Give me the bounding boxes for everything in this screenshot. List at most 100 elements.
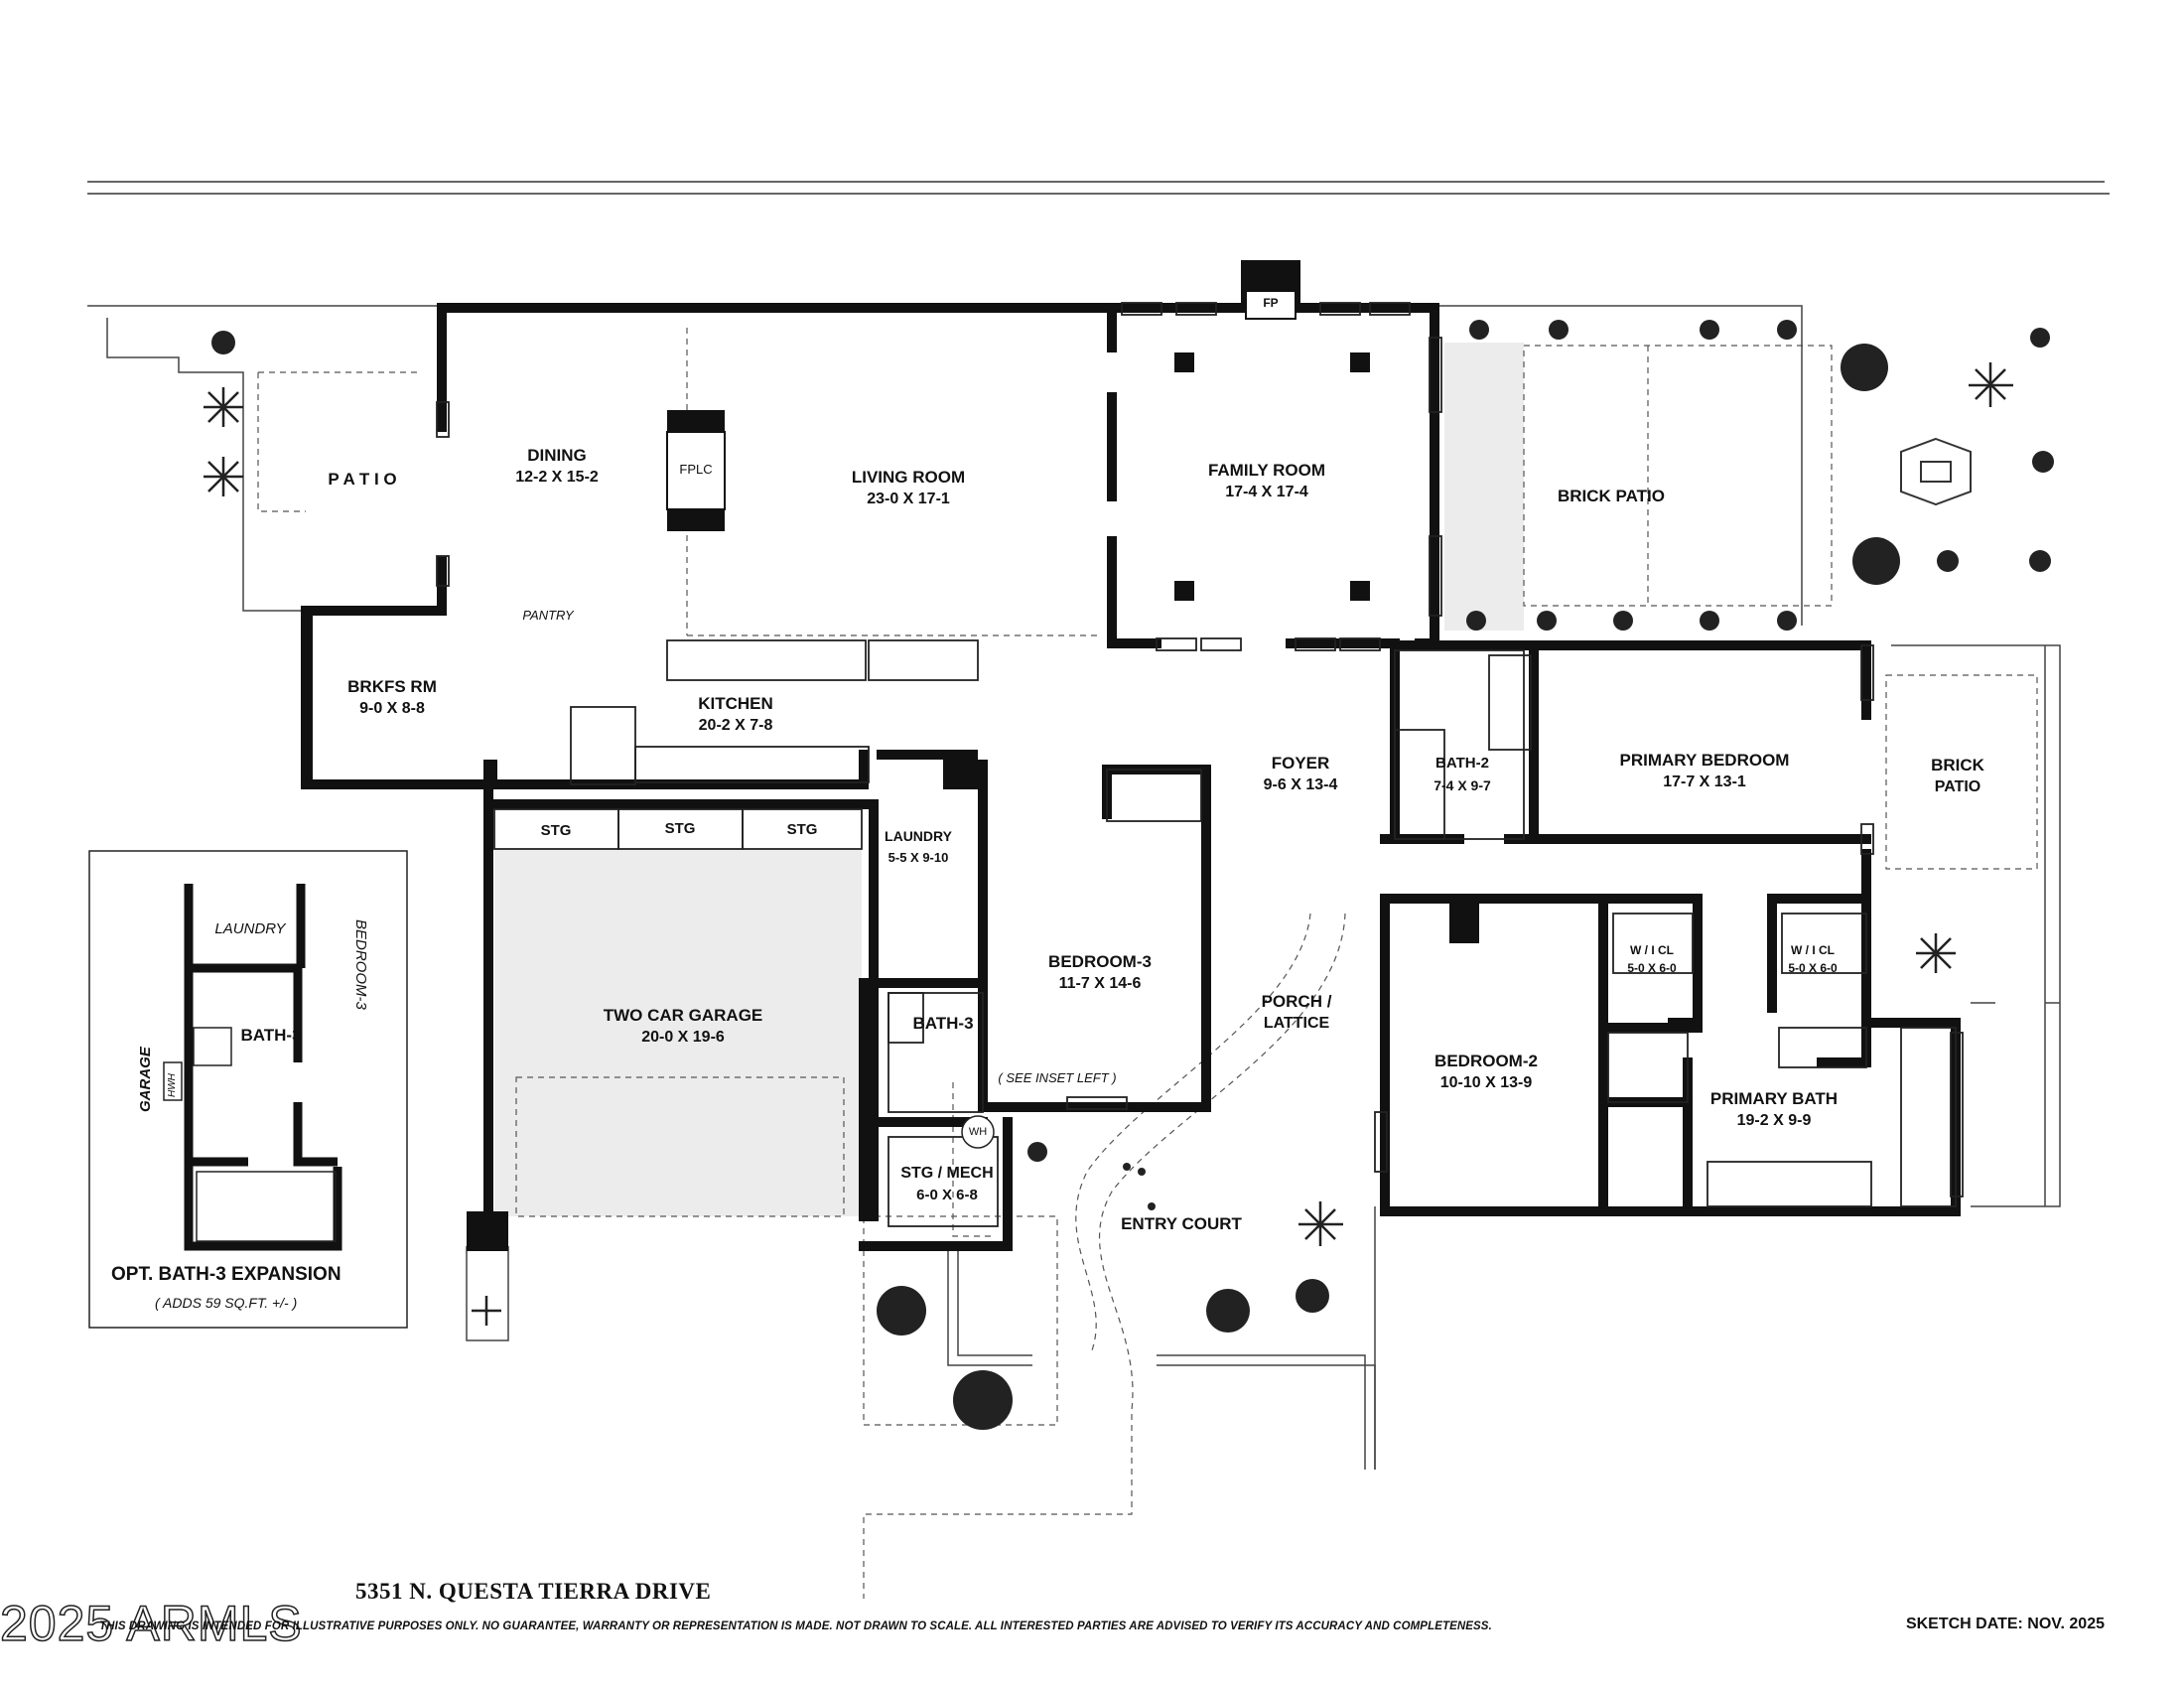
room-name: PANTRY [522, 608, 574, 623]
storage-3-label: STG [787, 819, 818, 841]
room-name: STG [664, 820, 696, 837]
brick-patio-label: BRICK PATIO [1558, 486, 1665, 507]
room-dimensions: 9-6 X 13-4 [1263, 776, 1338, 793]
room-dimensions: 11-7 X 14-6 [1058, 975, 1142, 992]
inset-title: OPT. BATH-3 EXPANSION [111, 1264, 341, 1285]
bedroom-2-label: BEDROOM-2 10-10 X 13-9 [1434, 1051, 1538, 1094]
room-name: LAUNDRY [885, 828, 952, 844]
bath-3-label: BATH-3 [912, 1013, 973, 1035]
room-dimensions: 20-2 X 7-8 [698, 717, 773, 734]
starburst-plants [204, 362, 2013, 1326]
room-dimensions: 10-10 X 13-9 [1439, 1074, 1533, 1091]
disclaimer: THIS DRAWING IS INTENDED FOR ILLUSTRATIV… [99, 1620, 1492, 1632]
outdoor-dashed-lines [257, 328, 2038, 1599]
storage-1-label: STG [541, 820, 572, 842]
room-name: W / I CL [1629, 943, 1674, 957]
header-rules [87, 181, 2110, 195]
fireplace-fplc [666, 431, 726, 510]
property-address: 5351 N. QUESTA TIERRA DRIVE [355, 1579, 712, 1604]
room-name: PRIMARY BATH [1709, 1089, 1839, 1108]
primary-bedroom-label: PRIMARY BEDROOM 17-7 X 13-1 [1620, 750, 1790, 793]
room-name-line2: LATTICE [1263, 1015, 1330, 1032]
room-dimensions: 5-0 X 6-0 [1627, 961, 1677, 975]
room-dimensions: 7-4 X 9-7 [1433, 777, 1491, 793]
walk-in-closet-2-label: W / I CL 5-0 X 6-0 [1788, 941, 1837, 977]
room-name: BRICK [1931, 756, 1984, 774]
room-name: KITCHEN [698, 694, 773, 713]
room-name: LAUNDRY [214, 920, 286, 937]
room-name: BRKFS RM [347, 677, 437, 696]
breakfast-room-label: BRKFS RM 9-0 X 8-8 [347, 676, 437, 720]
brick-patio-shade [1444, 343, 1524, 631]
fireplace-fplc-label: FPLC [679, 459, 712, 481]
fixture-label: FP [1263, 296, 1279, 310]
room-dimensions: 5-0 X 6-0 [1788, 961, 1838, 975]
room-name: W / I CL [1790, 943, 1835, 957]
room-name: BATH-2 [1435, 755, 1489, 772]
room-dimensions: 5-5 X 9-10 [887, 850, 949, 865]
room-dimensions: 20-0 X 19-6 [641, 1029, 725, 1046]
inset-reference-note: ( SEE INSET LEFT ) [998, 1070, 1117, 1085]
fireplace-fp [1245, 290, 1297, 320]
entry-court-label: ENTRY COURT [1121, 1213, 1242, 1235]
interior-details [436, 302, 1964, 1227]
inset-walls [184, 884, 342, 1251]
room-name: PORCH / [1261, 992, 1332, 1011]
watermark: 2025 ARMLS [0, 1595, 303, 1652]
dining-label: DINING 12-2 X 15-2 [515, 445, 599, 489]
site-boundary [87, 305, 2061, 1470]
room-name: BATH-3 [912, 1014, 974, 1033]
walk-in-closet-1-label: W / I CL 5-0 X 6-0 [1627, 941, 1676, 977]
room-name: FOYER [1271, 754, 1330, 773]
inset-note: ( ADDS 59 SQ.FT. +/- ) [155, 1295, 298, 1311]
room-name: PRIMARY BEDROOM [1619, 751, 1790, 770]
inset-panel [88, 850, 408, 1329]
garage-label: TWO CAR GARAGE 20-0 X 19-6 [604, 1005, 763, 1049]
floor-shading [494, 343, 1524, 1216]
inset-fixtures [163, 1027, 337, 1242]
kitchen-label: KITCHEN 20-2 X 7-8 [698, 693, 773, 737]
inset-hwh-label: HWH [167, 1073, 178, 1097]
room-name: GARAGE [137, 1047, 154, 1112]
room-dimensions: 9-0 X 8-8 [359, 700, 425, 717]
room-name: STG [786, 821, 818, 838]
laundry-label: LAUNDRY 5-5 X 9-10 [885, 825, 952, 869]
fixture-label: FPLC [679, 462, 713, 477]
inset-garage-label: GARAGE [137, 1047, 154, 1112]
foyer-label: FOYER 9-6 X 13-4 [1264, 753, 1338, 796]
room-name: BEDROOM-3 [352, 919, 369, 1010]
room-dimensions: 19-2 X 9-9 [1736, 1112, 1812, 1129]
walls [301, 303, 1961, 1251]
room-dimensions: 6-0 X 6-8 [916, 1187, 978, 1203]
family-room-label: FAMILY ROOM 17-4 X 17-4 [1208, 460, 1325, 503]
room-dimensions: 23-0 X 17-1 [867, 491, 950, 507]
bath-3-note: ( SEE INSET LEFT ) [998, 1067, 1116, 1089]
bath-2-label: BATH-2 7-4 X 9-7 [1433, 753, 1491, 796]
water-heater-label: WH [969, 1121, 987, 1143]
inset-bedroom-3-label: BEDROOM-3 [352, 919, 369, 1010]
room-name: STG [540, 822, 572, 839]
room-name: DINING [527, 446, 587, 465]
room-name: FAMILY ROOM [1207, 461, 1326, 480]
landscape-plants [211, 320, 2054, 1430]
fountain [1900, 437, 1972, 506]
room-name: STG / MECH [900, 1165, 994, 1182]
porch-label: PORCH / LATTICE [1262, 991, 1332, 1035]
garage-floor [494, 849, 862, 1216]
storage-2-label: STG [665, 818, 696, 840]
room-name: TWO CAR GARAGE [603, 1006, 763, 1025]
room-name: P A T I O [328, 470, 397, 489]
room-name: BEDROOM-2 [1434, 1052, 1538, 1070]
storage-mech-label: STG / MECH 6-0 X 6-8 [900, 1163, 993, 1206]
pantry-label: PANTRY [522, 605, 573, 627]
patio-label: P A T I O [328, 469, 396, 491]
water-heater [961, 1115, 995, 1149]
inset-bath-3-label: BATH-3 [240, 1025, 301, 1047]
room-dimensions: 12-2 X 15-2 [515, 469, 599, 486]
room-dimensions: 17-4 X 17-4 [1225, 484, 1308, 500]
room-dimensions: 17-7 X 13-1 [1663, 774, 1746, 790]
inset-laundry-label: LAUNDRY [214, 918, 285, 940]
